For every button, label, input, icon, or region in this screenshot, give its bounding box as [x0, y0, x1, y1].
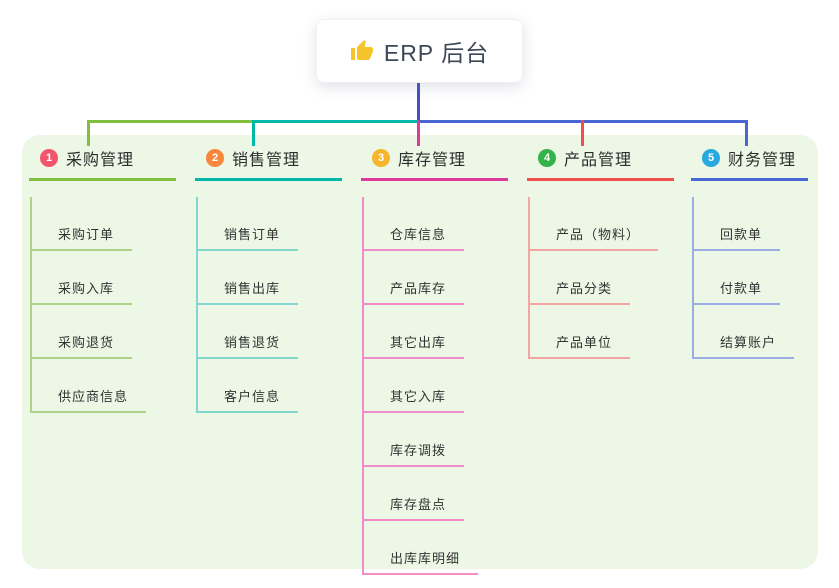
connector-drop-product	[581, 120, 584, 146]
list-item[interactable]: 出库库明细	[364, 521, 479, 575]
list-item[interactable]: 付款单	[694, 251, 781, 305]
branch-label-purchase: 采购管理	[66, 152, 135, 169]
branch-label-inventory: 库存管理	[398, 152, 467, 169]
list-item[interactable]: 产品单位	[530, 305, 631, 359]
list-item[interactable]: 结算账户	[694, 305, 795, 359]
list-item[interactable]: 其它入库	[364, 359, 465, 413]
list-item[interactable]: 供应商信息	[32, 359, 147, 413]
branch-column-purchase: 1 采购管理 采购订单 采购入库 采购退货 供应商信息	[29, 146, 176, 429]
branch-badge-4: 4	[538, 149, 556, 167]
list-item[interactable]: 回款单	[694, 197, 781, 251]
branch-children-product: 产品（物料） 产品分类 产品单位	[528, 197, 659, 359]
connector-drop-finance	[745, 120, 748, 146]
connector-bus-sales	[254, 120, 418, 123]
branch-header-finance[interactable]: 5 财务管理	[691, 146, 808, 181]
branch-column-inventory: 3 库存管理 仓库信息 产品库存 其它出库 其它入库 库存调拨 库存盘点 出库库…	[361, 146, 508, 588]
branch-header-product[interactable]: 4 产品管理	[527, 146, 674, 181]
list-item[interactable]: 采购入库	[32, 251, 133, 305]
branch-header-sales[interactable]: 2 销售管理	[195, 146, 342, 181]
branch-label-product: 产品管理	[564, 152, 633, 169]
connector-drop-inventory	[417, 120, 420, 146]
root-node-title: ERP 后台	[383, 40, 490, 66]
branch-column-finance: 5 财务管理 回款单 付款单 结算账户	[691, 146, 808, 375]
list-item[interactable]: 采购退货	[32, 305, 133, 359]
branch-column-sales: 2 销售管理 销售订单 销售出库 销售退货 客户信息	[195, 146, 342, 429]
branch-badge-2: 2	[206, 149, 224, 167]
branch-label-finance: 财务管理	[728, 152, 797, 169]
connector-drop-purchase	[87, 120, 90, 146]
list-item[interactable]: 仓库信息	[364, 197, 465, 251]
branch-header-purchase[interactable]: 1 采购管理	[29, 146, 176, 181]
list-item[interactable]: 产品分类	[530, 251, 631, 305]
branch-children-purchase: 采购订单 采购入库 采购退货 供应商信息	[30, 197, 147, 413]
list-item[interactable]: 其它出库	[364, 305, 465, 359]
list-item[interactable]: 销售订单	[198, 197, 299, 251]
branch-children-finance: 回款单 付款单 结算账户	[692, 197, 795, 359]
list-item[interactable]: 销售出库	[198, 251, 299, 305]
branch-header-inventory[interactable]: 3 库存管理	[361, 146, 508, 181]
branch-children-inventory: 仓库信息 产品库存 其它出库 其它入库 库存调拨 库存盘点 出库库明细	[362, 197, 479, 575]
mindmap-panel	[22, 135, 818, 569]
branch-column-product: 4 产品管理 产品（物料） 产品分类 产品单位	[527, 146, 674, 375]
list-item[interactable]: 库存调拨	[364, 413, 465, 467]
list-item[interactable]: 产品库存	[364, 251, 465, 305]
branch-badge-3: 3	[372, 149, 390, 167]
connector-bus-purchase	[87, 120, 254, 123]
branch-label-sales: 销售管理	[232, 152, 301, 169]
root-connector-stem	[417, 83, 420, 121]
list-item[interactable]: 库存盘点	[364, 467, 465, 521]
list-item[interactable]: 客户信息	[198, 359, 299, 413]
root-node-erp[interactable]: ERP 后台	[316, 19, 523, 83]
branch-badge-1: 1	[40, 149, 58, 167]
list-item[interactable]: 销售退货	[198, 305, 299, 359]
branch-badge-5: 5	[702, 149, 720, 167]
branch-children-sales: 销售订单 销售出库 销售退货 客户信息	[196, 197, 299, 413]
thumbs-up-icon	[350, 39, 374, 63]
list-item[interactable]: 采购订单	[32, 197, 133, 251]
connector-drop-sales	[252, 120, 255, 146]
list-item[interactable]: 产品（物料）	[530, 197, 659, 251]
